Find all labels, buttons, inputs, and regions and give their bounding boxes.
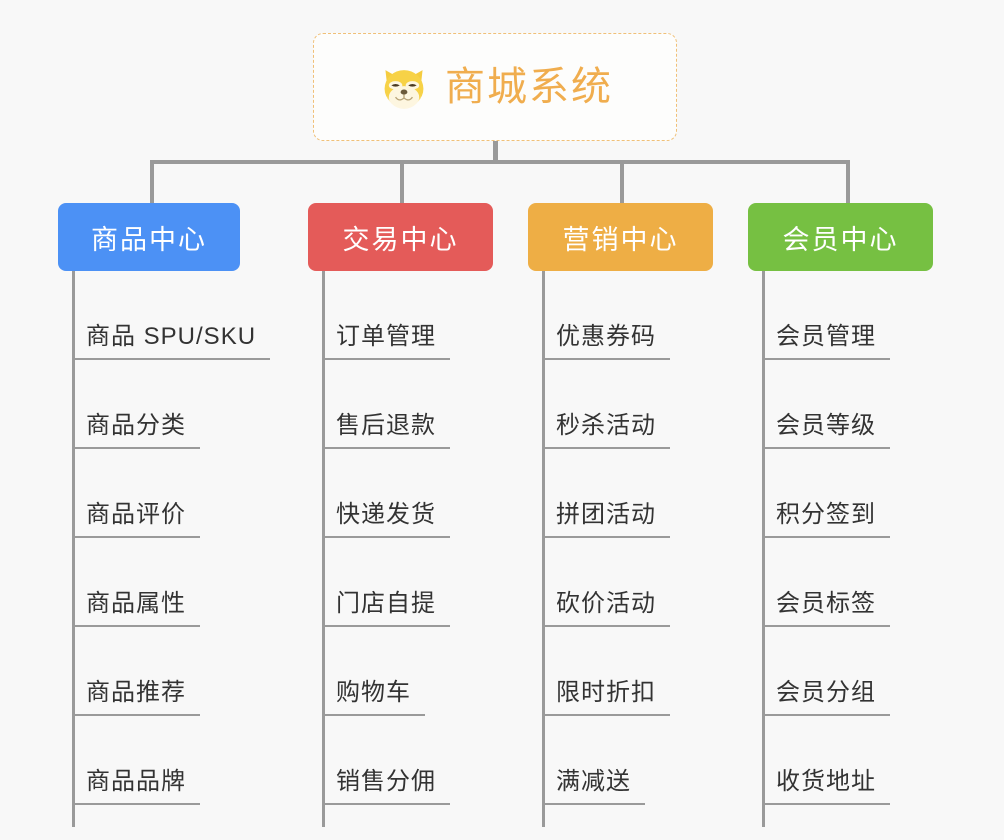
leaf-label: 砍价活动 xyxy=(542,590,670,627)
leaf-label: 拼团活动 xyxy=(542,501,670,538)
leaf-label: 购物车 xyxy=(322,679,425,716)
leaf-item[interactable]: 会员标签 xyxy=(762,538,890,627)
leaf-item[interactable]: 商品分类 xyxy=(72,360,200,449)
leaf-item[interactable]: 售后退款 xyxy=(322,360,450,449)
leaf-label: 商品属性 xyxy=(72,590,200,627)
leaf-item[interactable]: 秒杀活动 xyxy=(542,360,670,449)
leaf-label: 商品 SPU/SKU xyxy=(72,323,271,360)
leaf-item[interactable]: 收货地址 xyxy=(762,716,890,805)
category-box-trade-center[interactable]: 交易中心 xyxy=(308,203,493,271)
leaf-label: 快递发货 xyxy=(322,501,450,538)
column-spine-trade-center xyxy=(322,271,325,827)
leaf-item[interactable]: 满减送 xyxy=(542,716,645,805)
leaf-label: 会员分组 xyxy=(762,679,890,716)
column-spine-marketing-center xyxy=(542,271,545,827)
leaf-item[interactable]: 商品属性 xyxy=(72,538,200,627)
leaf-item[interactable]: 商品评价 xyxy=(72,449,200,538)
leaf-item[interactable]: 会员等级 xyxy=(762,360,890,449)
connector-drop-3 xyxy=(620,160,624,205)
leaf-item[interactable]: 销售分佣 xyxy=(322,716,450,805)
leaf-item[interactable]: 快递发货 xyxy=(322,449,450,538)
leaf-label: 优惠券码 xyxy=(542,323,670,360)
leaf-item[interactable]: 门店自提 xyxy=(322,538,450,627)
connector-root-stem xyxy=(493,141,498,164)
leaf-label: 会员标签 xyxy=(762,590,890,627)
category-label-member-center: 会员中心 xyxy=(782,224,899,255)
connector-drop-4 xyxy=(846,160,850,205)
category-label-product-center: 商品中心 xyxy=(91,224,207,255)
category-box-member-center[interactable]: 会员中心 xyxy=(748,203,933,271)
column-spine-product-center xyxy=(72,271,75,827)
connector-drop-2 xyxy=(400,160,404,205)
leaf-label: 限时折扣 xyxy=(542,679,670,716)
leaf-label: 销售分佣 xyxy=(322,768,450,805)
leaf-item[interactable]: 砍价活动 xyxy=(542,538,670,627)
leaf-item[interactable]: 优惠券码 xyxy=(542,271,670,360)
leaf-item[interactable]: 会员管理 xyxy=(762,271,890,360)
category-box-product-center[interactable]: 商品中心 xyxy=(58,203,240,271)
leaf-label: 秒杀活动 xyxy=(542,412,670,449)
root-title: 商城系统 xyxy=(445,65,613,109)
connector-horizontal-bus xyxy=(150,160,850,164)
root-node[interactable]: 商城系统 xyxy=(313,33,677,141)
column-spine-member-center xyxy=(762,271,765,827)
leaf-label: 会员等级 xyxy=(762,412,890,449)
category-label-trade-center: 交易中心 xyxy=(342,224,459,255)
shiba-dog-icon xyxy=(384,70,424,109)
connector-drop-1 xyxy=(150,160,154,205)
leaf-item[interactable]: 商品推荐 xyxy=(72,627,200,716)
leaf-item[interactable]: 商品 SPU/SKU xyxy=(72,271,271,360)
leaf-label: 订单管理 xyxy=(322,323,450,360)
category-label-marketing-center: 营销中心 xyxy=(562,224,679,255)
leaf-label: 收货地址 xyxy=(762,768,890,805)
leaf-item[interactable]: 限时折扣 xyxy=(542,627,670,716)
leaf-label: 商品评价 xyxy=(72,501,200,538)
leaf-item[interactable]: 会员分组 xyxy=(762,627,890,716)
leaf-label: 商品品牌 xyxy=(72,768,200,805)
leaf-label: 售后退款 xyxy=(322,412,450,449)
leaf-item[interactable]: 拼团活动 xyxy=(542,449,670,538)
leaf-label: 商品推荐 xyxy=(72,679,200,716)
leaf-label: 会员管理 xyxy=(762,323,890,360)
category-box-marketing-center[interactable]: 营销中心 xyxy=(528,203,713,271)
leaf-item[interactable]: 积分签到 xyxy=(762,449,890,538)
leaf-item[interactable]: 订单管理 xyxy=(322,271,450,360)
leaf-label: 积分签到 xyxy=(762,501,890,538)
leaf-item[interactable]: 商品品牌 xyxy=(72,716,200,805)
leaf-item[interactable]: 购物车 xyxy=(322,627,425,716)
leaf-label: 满减送 xyxy=(542,768,645,805)
leaf-label: 门店自提 xyxy=(322,590,450,627)
leaf-label: 商品分类 xyxy=(72,412,200,449)
